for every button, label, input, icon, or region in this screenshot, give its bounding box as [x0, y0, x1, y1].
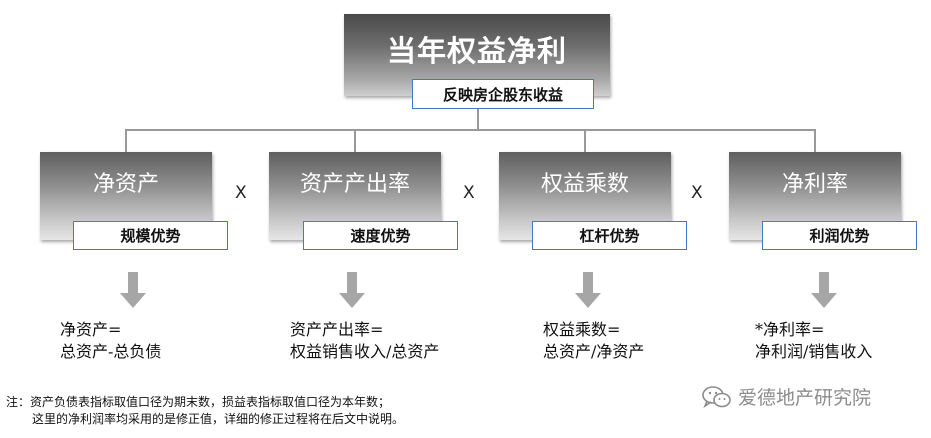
multiply-sign: X	[691, 183, 703, 203]
factor-tag-label: 规模优势	[120, 227, 181, 245]
connector-drop-2	[354, 129, 356, 153]
footnote-line: 注：资产负债表指标取值口径为期末数，损益表指标取值口径为本年数；	[6, 395, 391, 409]
down-arrow-icon	[339, 272, 365, 308]
root-metric-tag: 反映房企股东收益	[412, 79, 594, 109]
formula-line: 净资产=	[60, 320, 122, 339]
formula-equity-multiplier: 权益乘数= 总资产/净资产	[543, 319, 644, 363]
footnote-line: 这里的净利润率均采用的是修正值，详细的修正过程将在后文中说明。	[32, 412, 405, 426]
factor-tag: 杠杆优势	[532, 221, 687, 250]
factor-tag: 利润优势	[762, 221, 917, 250]
factor-tag-label: 利润优势	[809, 227, 870, 245]
watermark: 爱德地产研究院	[702, 383, 871, 410]
factor-title: 净资产	[92, 172, 159, 197]
connector-drop-3	[584, 129, 586, 153]
factor-title: 资产产出率	[299, 172, 410, 197]
multiply-sign: X	[463, 183, 475, 203]
watermark-text: 爱德地产研究院	[738, 387, 872, 409]
formula-line: 总资产-总负债	[60, 342, 162, 361]
root-metric-title: 当年权益净利	[386, 34, 567, 68]
formula-net-margin: *净利率= 净利润/销售收入	[755, 319, 872, 363]
formula-line: 权益乘数=	[543, 320, 621, 339]
factor-box-equity-multiplier: 权益乘数	[499, 152, 671, 240]
root-metric-tag-label: 反映房企股东收益	[442, 85, 563, 104]
connector-drop-1	[125, 129, 127, 153]
formula-line: 总资产/净资产	[543, 342, 645, 361]
connector-drop-4	[814, 129, 816, 153]
factor-tag: 速度优势	[303, 221, 458, 250]
formula-line: 资产产出率=	[290, 320, 384, 339]
connector-horizontal	[125, 129, 816, 131]
footnote: 注：资产负债表指标取值口径为期末数，损益表指标取值口径为本年数； 这里的净利润率…	[6, 394, 404, 428]
down-arrow-icon	[811, 272, 837, 308]
formula-asset-turnover: 资产产出率= 权益销售收入/总资产	[290, 319, 439, 363]
formula-net-assets: 净资产= 总资产-总负债	[60, 319, 161, 363]
factor-tag-label: 速度优势	[350, 227, 411, 245]
factor-tag: 规模优势	[73, 221, 228, 250]
formula-line: 净利润/销售收入	[755, 342, 873, 361]
down-arrow-icon	[575, 272, 601, 308]
factor-tag-label: 杠杆优势	[579, 227, 640, 245]
multiply-sign: X	[235, 183, 247, 203]
connector-vertical-root	[477, 109, 479, 130]
factor-title: 权益乘数	[540, 172, 629, 197]
formula-line: 权益销售收入/总资产	[290, 342, 440, 361]
down-arrow-icon	[120, 272, 146, 308]
factor-title: 净利率	[781, 172, 848, 197]
wechat-icon	[702, 385, 731, 408]
formula-line: *净利率=	[755, 320, 825, 339]
